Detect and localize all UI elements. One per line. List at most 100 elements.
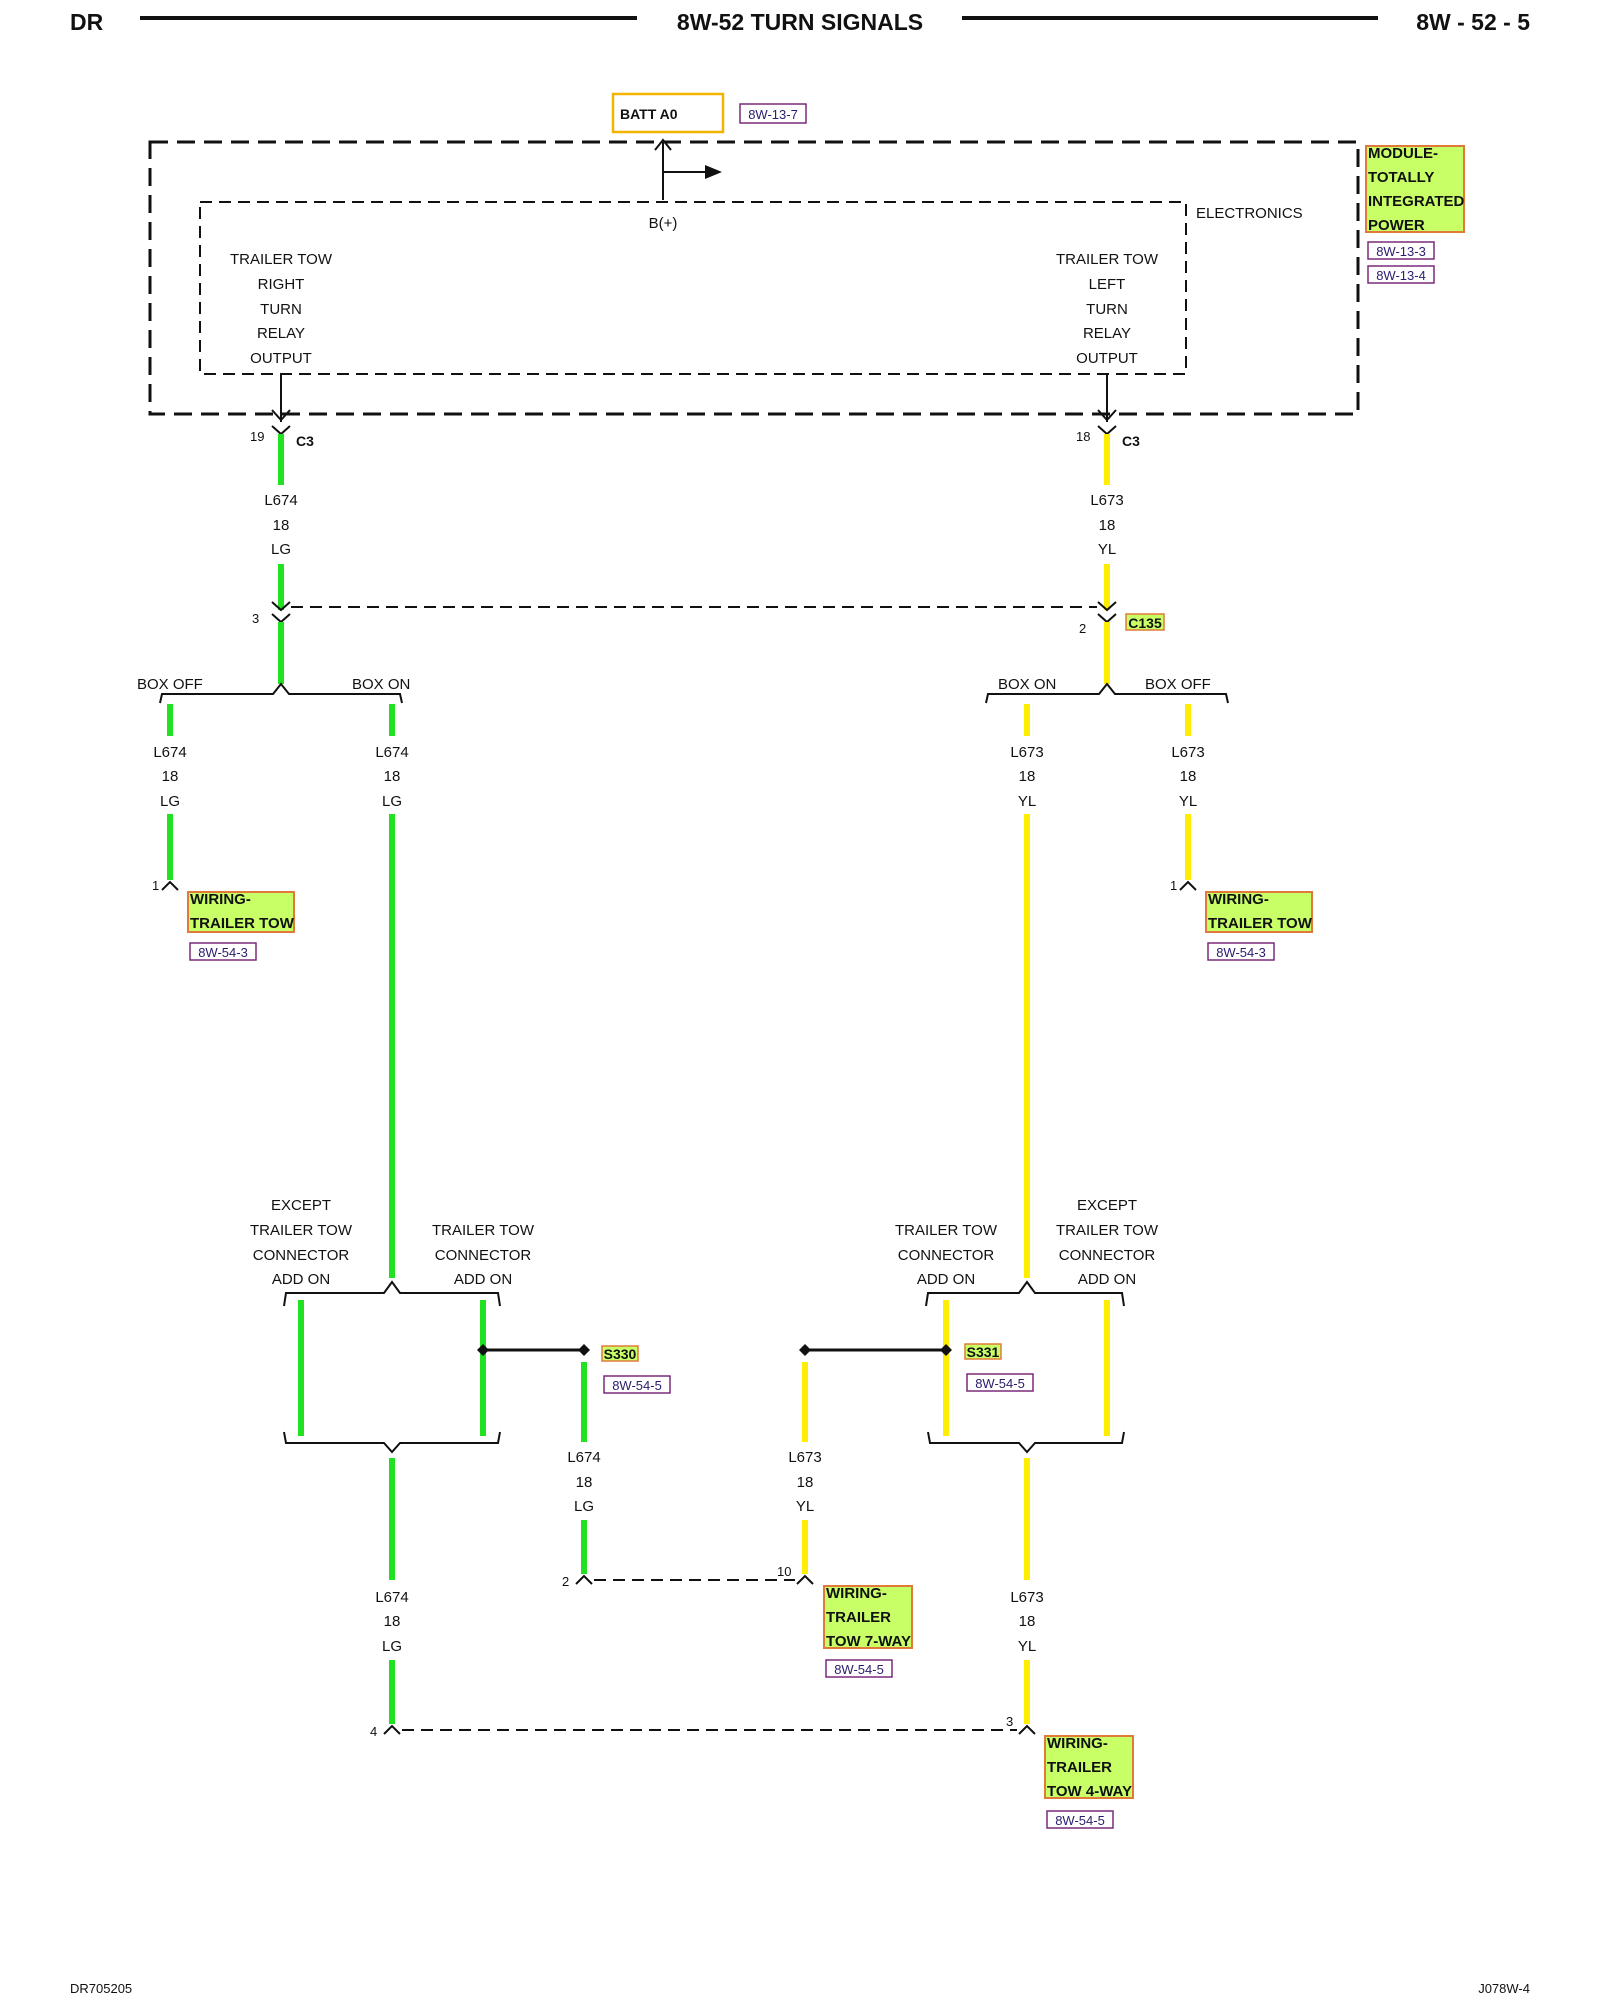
s331-ref[interactable]: 8W-54-5	[975, 1376, 1025, 1391]
four-way-ref-box[interactable]	[1046, 1810, 1114, 1829]
batt-ref[interactable]: 8W-13-7	[748, 107, 798, 122]
tipm-ref-0-box[interactable]	[1367, 241, 1435, 260]
yl-trunk-color: YL	[1098, 541, 1116, 558]
lg-box-on-circuit: L674	[375, 744, 408, 761]
lg-box-off-color: LG	[160, 793, 180, 810]
batt-box	[611, 92, 725, 134]
c135-right-symbol-top	[1097, 601, 1117, 612]
trailer-tow-right-ref-box[interactable]	[1207, 942, 1275, 961]
page-title: 8W-52 TURN SIGNALS	[677, 9, 923, 35]
lg-option-split-bracket	[283, 1280, 501, 1307]
seven-way-ref-box[interactable]	[825, 1659, 893, 1678]
tipm-ref-1-box[interactable]	[1367, 265, 1435, 284]
batt-ref-box[interactable]	[739, 103, 807, 124]
tipm-label-box	[1365, 145, 1465, 233]
seven-way-line-1: TRAILER	[826, 1609, 891, 1626]
c3-right-connector-symbol	[1097, 409, 1117, 422]
four-way-line-2: TOW 4-WAY	[1047, 1783, 1132, 1800]
lg-4way-gauge: 18	[384, 1613, 401, 1630]
yl-except-line-0: EXCEPT	[1077, 1197, 1137, 1214]
c3-right-label: C3	[1122, 433, 1140, 449]
lg-box-off-gauge: 18	[162, 768, 179, 785]
yl-box-on-gauge: 18	[1019, 768, 1036, 785]
trailer-tow-left-connector	[161, 880, 179, 891]
four-way-line-1: TRAILER	[1047, 1759, 1112, 1776]
four-way-ref[interactable]: 8W-54-5	[1055, 1813, 1105, 1828]
yl-trunk-gauge: 18	[1099, 517, 1116, 534]
s331-label-box	[964, 1343, 1002, 1360]
lg-except-line-0: EXCEPT	[271, 1197, 331, 1214]
yl-option-split-bracket	[925, 1280, 1125, 1307]
lg-except-line-1: TRAILER TOW	[250, 1222, 353, 1239]
lg-box-split-bracket	[159, 682, 403, 704]
bplus-label: B(+)	[649, 215, 678, 232]
yl-box-split-bracket	[985, 682, 1229, 704]
c135-pin-right: 2	[1079, 621, 1086, 636]
lg-option-merge-bracket	[283, 1431, 501, 1454]
lg-s330-color: LG	[574, 1498, 594, 1515]
lg-box-off-label: BOX OFF	[137, 676, 203, 693]
s331-node-left	[799, 1344, 811, 1356]
right-output-line-4: OUTPUT	[250, 350, 312, 367]
c3-right-female-symbol	[1097, 425, 1117, 436]
lg-except-line-2: CONNECTOR	[253, 1247, 350, 1264]
yl-except-line-1: TRAILER TOW	[1056, 1222, 1159, 1239]
right-output-line-1: RIGHT	[258, 276, 305, 293]
c3-left-connector-symbol	[271, 409, 291, 422]
trailer-tow-left-ref-box[interactable]	[189, 942, 257, 961]
left-output-line-2: TURN	[1086, 301, 1128, 318]
yl-option-merge-bracket	[927, 1431, 1125, 1454]
left-output-line-4: OUTPUT	[1076, 350, 1138, 367]
trailer-tow-left-line-1: TRAILER TOW	[190, 915, 295, 932]
s331-ref-box[interactable]	[966, 1373, 1034, 1392]
yl-box-off-label: BOX OFF	[1145, 676, 1211, 693]
tipm-outer-box	[148, 140, 1360, 416]
lg-trunk-gauge: 18	[273, 517, 290, 534]
trailer-tow-left-ref[interactable]: 8W-54-3	[198, 945, 248, 960]
yl-except-line-2: CONNECTOR	[1059, 1247, 1156, 1264]
tipm-ref-0[interactable]: 8W-13-3	[1376, 244, 1426, 259]
yl-s331-circuit: L673	[788, 1449, 821, 1466]
tipm-ref-1[interactable]: 8W-13-4	[1376, 268, 1426, 283]
c135-pin-left: 3	[252, 611, 259, 626]
lg-except-line-3: ADD ON	[272, 1271, 330, 1288]
lg-except-addon-label: EXCEPT TRAILER TOW CONNECTOR ADD ON	[250, 1197, 353, 1288]
lg-trunk-circuit: L674	[264, 492, 297, 509]
lg-box-off-circuit: L674	[153, 744, 186, 761]
lg-box-on-gauge: 18	[384, 768, 401, 785]
four-way-yl-connector	[1018, 1724, 1036, 1735]
trailer-tow-right-line-1: TRAILER TOW	[1208, 915, 1313, 932]
header-right: 8W - 52 - 5	[1416, 9, 1530, 35]
lg-s330-circuit: L674	[567, 1449, 600, 1466]
seven-way-ref[interactable]: 8W-54-5	[834, 1662, 884, 1677]
trailer-tow-right-line-0: WIRING-	[1208, 891, 1269, 908]
s330-ref[interactable]: 8W-54-5	[612, 1378, 662, 1393]
header-left: DR	[70, 9, 104, 35]
seven-way-line-2: TOW 7-WAY	[826, 1633, 911, 1650]
yl-except-addon-label: EXCEPT TRAILER TOW CONNECTOR ADD ON	[1056, 1197, 1159, 1288]
bplus-arrow-right	[705, 165, 722, 179]
c135-label-box	[1125, 613, 1165, 631]
seven-way-line-0: WIRING-	[826, 1585, 887, 1602]
batt-label: BATT A0	[620, 106, 678, 122]
seven-way-pin-lg: 2	[562, 1574, 569, 1589]
trailer-tow-right-ref[interactable]: 8W-54-3	[1216, 945, 1266, 960]
yl-box-off-color: YL	[1179, 793, 1197, 810]
s330-ref-box[interactable]	[603, 1375, 671, 1394]
trailer-tow-left-box	[187, 891, 295, 933]
lg-4way-circuit: L674	[375, 1589, 408, 1606]
right-relay-output-label: TRAILER TOW RIGHT TURN RELAY OUTPUT	[230, 251, 333, 367]
yl-addon-label: TRAILER TOW CONNECTOR ADD ON	[895, 1222, 998, 1288]
yl-4way-gauge: 18	[1019, 1613, 1036, 1630]
yl-s331-gauge: 18	[797, 1474, 814, 1491]
right-output-line-3: RELAY	[257, 325, 305, 342]
lg-addon-line-0: TRAILER TOW	[432, 1222, 535, 1239]
footer-right: J078W-4	[1478, 1981, 1530, 1996]
four-way-lg-connector	[383, 1724, 401, 1735]
seven-way-box	[823, 1585, 913, 1649]
trailer-tow-right-box	[1205, 891, 1313, 933]
tipm-line-0: MODULE-	[1368, 145, 1438, 162]
lg-4way-color: LG	[382, 1638, 402, 1655]
right-output-line-2: TURN	[260, 301, 302, 318]
